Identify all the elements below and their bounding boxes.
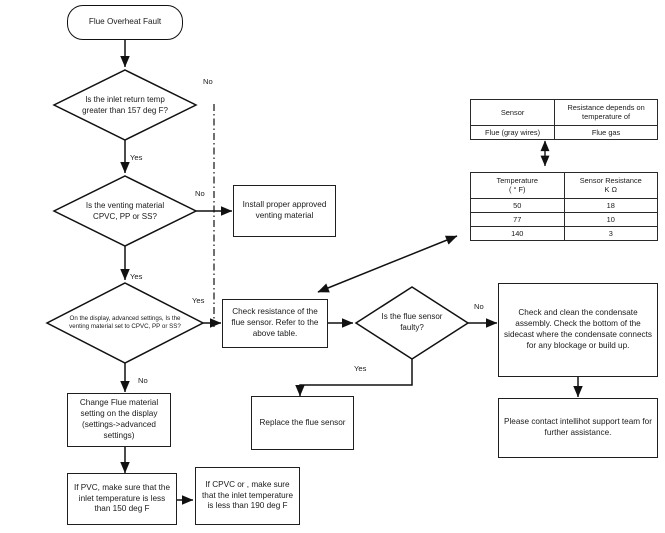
node-install-venting-material-label: Install proper approved venting material — [242, 200, 327, 220]
node-start-label: Flue Overheat Fault — [88, 17, 162, 27]
node-contact-support[interactable]: Please contact intellihot support team f… — [498, 398, 658, 458]
resistance-table-header-1: Sensor Resistance K Ω — [563, 172, 658, 199]
resistance-table-header-0: Temperature ( ° F) — [470, 172, 565, 199]
node-check-resistance-label: Check resistance of the flue sensor. Ref… — [231, 307, 319, 338]
edge-label-d2-yes: Yes — [130, 272, 143, 281]
node-decision-venting-material[interactable]: Is the venting material CPVC, PP or SS? — [70, 190, 180, 234]
edge-label-d1-no: No — [203, 77, 213, 86]
edge-check-to-table-double-arrow — [317, 235, 458, 293]
edge-label-d3-no: No — [138, 376, 148, 385]
node-change-flue-material-label: Change Flue material setting on the disp… — [79, 398, 159, 440]
sensor-table-cell-0-0: Flue (gray wires) — [469, 124, 556, 140]
edge-label-d1-yes: Yes — [130, 153, 143, 162]
table-row: Sensor Resistance depends on temperature… — [469, 99, 658, 126]
node-decision-venting-material-label: Is the venting material CPVC, PP or SS? — [85, 201, 165, 221]
node-decision-display-setting[interactable]: On the display, advanced settings, Is th… — [62, 300, 188, 346]
resistance-table-cell-1-0: 77 — [470, 211, 565, 228]
sensor-table-header-1: Resistance depends on temperature of — [554, 99, 658, 126]
node-pvc-inlet-temp-label: If PVC, make sure that the inlet tempera… — [73, 482, 171, 514]
node-decision-inlet-temp-label: Is the inlet return temp greater than 15… — [82, 95, 168, 115]
resistance-table-header-0-line-0: Temperature — [496, 176, 539, 185]
node-check-resistance[interactable]: Check resistance of the flue sensor. Ref… — [222, 299, 328, 348]
resistance-reference-table: Temperature ( ° F) Sensor Resistance K Ω… — [470, 172, 658, 242]
node-replace-flue-sensor-label: Replace the flue sensor — [259, 417, 346, 427]
node-pvc-inlet-temp[interactable]: If PVC, make sure that the inlet tempera… — [67, 473, 177, 525]
sensor-table-header-0: Sensor — [469, 99, 556, 126]
resistance-table-cell-2-0: 140 — [470, 225, 565, 242]
node-decision-inlet-temp[interactable]: Is the inlet return temp greater than 15… — [68, 82, 182, 130]
node-start[interactable]: Flue Overheat Fault — [67, 5, 183, 40]
node-cpvc-inlet-temp-label: If CPVC or , make sure that the inlet te… — [201, 479, 294, 511]
sensor-reference-table: Sensor Resistance depends on temperature… — [469, 99, 658, 140]
edge-label-d2-no: No — [195, 189, 205, 198]
resistance-table-header-1-line-0: Sensor Resistance — [579, 176, 642, 185]
table-row: 50 18 — [470, 197, 658, 213]
node-cpvc-inlet-temp[interactable]: If CPVC or , make sure that the inlet te… — [195, 467, 300, 525]
sensor-table-cell-0-1: Flue gas — [554, 124, 658, 140]
node-decision-display-setting-label: On the display, advanced settings, Is th… — [69, 314, 181, 330]
node-decision-sensor-faulty-label: Is the flue sensor faulty? — [381, 312, 443, 332]
node-check-condensate-label: Check and clean the condensate assembly.… — [504, 308, 652, 350]
edge-label-d3-yes: Yes — [192, 296, 205, 305]
node-contact-support-label: Please contact intellihot support team f… — [504, 417, 652, 437]
table-row: Flue (gray wires) Flue gas — [469, 124, 658, 140]
edge-label-d4-yes: Yes — [354, 364, 367, 373]
table-row: 77 10 — [470, 211, 658, 228]
resistance-table-cell-1-1: 10 — [563, 211, 658, 228]
resistance-table-cell-0-1: 18 — [563, 197, 658, 213]
node-change-flue-material[interactable]: Change Flue material setting on the disp… — [67, 393, 171, 447]
resistance-table-cell-0-0: 50 — [470, 197, 565, 213]
resistance-table-header-1-line-1: K Ω — [604, 185, 617, 195]
node-decision-sensor-faulty[interactable]: Is the flue sensor faulty? — [374, 303, 450, 343]
edge-label-d4-no: No — [474, 302, 484, 311]
node-install-venting-material[interactable]: Install proper approved venting material — [233, 185, 336, 237]
table-row: 140 3 — [470, 225, 658, 242]
table-row: Temperature ( ° F) Sensor Resistance K Ω — [470, 172, 658, 199]
node-check-condensate[interactable]: Check and clean the condensate assembly.… — [498, 283, 658, 377]
resistance-table-cell-2-1: 3 — [563, 225, 658, 242]
resistance-table-header-0-line-1: ( ° F) — [509, 185, 526, 195]
node-replace-flue-sensor[interactable]: Replace the flue sensor — [251, 396, 354, 450]
